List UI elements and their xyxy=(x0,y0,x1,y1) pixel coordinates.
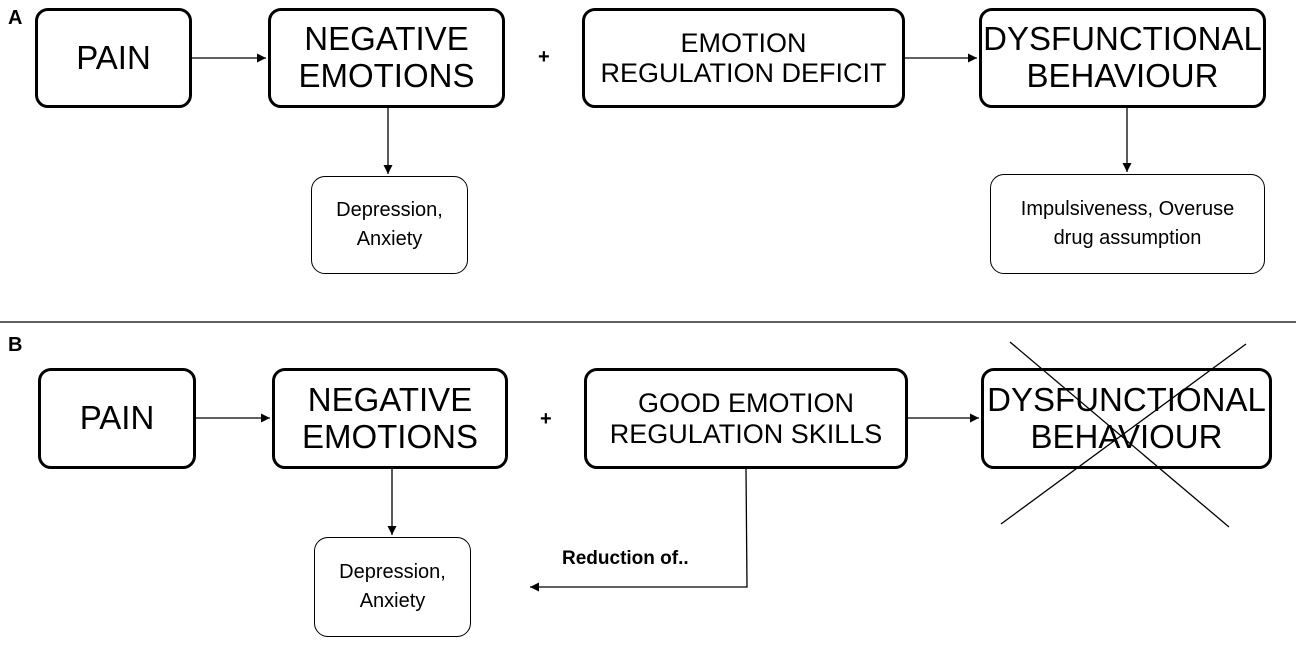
panel-b-pain-box: PAIN xyxy=(38,368,196,469)
pain-label: PAIN xyxy=(79,399,155,437)
pain-label: PAIN xyxy=(76,38,151,76)
impulsiveness-line2: drug assumption xyxy=(1053,227,1202,249)
panel-a-pain-box: PAIN xyxy=(35,8,192,108)
depression-line2: Anxiety xyxy=(359,590,426,612)
dysfunctional-line1: DYSFUNCTIONAL xyxy=(987,380,1266,418)
dysfunctional-line2: BEHAVIOUR xyxy=(1026,57,1219,94)
reduction-label: Reduction of.. xyxy=(562,548,689,569)
panel-a-impulsiveness-box: Impulsiveness, Overuse drug assumption xyxy=(990,174,1265,274)
depression-line2: Anxiety xyxy=(356,228,423,250)
dysfunctional-line2: BEHAVIOUR xyxy=(1030,417,1223,455)
panel-a-label: A xyxy=(8,7,23,29)
depression-line1: Depression, xyxy=(336,199,443,221)
emotion-regulation-line1: EMOTION xyxy=(680,27,807,58)
good-regulation-line1: GOOD EMOTION xyxy=(638,388,854,419)
depression-line1: Depression, xyxy=(339,561,446,583)
panel-a-plus-sign: + xyxy=(538,46,550,68)
emotion-regulation-line2: REGULATION DEFICIT xyxy=(600,58,887,88)
panel-b-good-regulation-box: GOOD EMOTION REGULATION SKILLS xyxy=(584,368,908,469)
impulsiveness-line1: Impulsiveness, Overuse xyxy=(1020,198,1235,220)
panel-a-emotion-regulation-box: EMOTION REGULATION DEFICIT xyxy=(582,8,905,108)
panel-b-dysfunctional-box: DYSFUNCTIONAL BEHAVIOUR xyxy=(981,368,1272,469)
negative-emotions-line1: NEGATIVE xyxy=(307,380,473,418)
negative-emotions-line2: EMOTIONS xyxy=(301,417,478,455)
panel-b-label: B xyxy=(8,334,23,356)
negative-emotions-line1: NEGATIVE xyxy=(304,20,469,58)
negative-emotions-line2: EMOTIONS xyxy=(298,57,475,94)
panel-b-plus-sign: + xyxy=(540,408,552,430)
panel-b-negative-emotions-box: NEGATIVE EMOTIONS xyxy=(272,368,508,469)
dysfunctional-line1: DYSFUNCTIONAL xyxy=(983,20,1262,58)
good-regulation-line2: REGULATION SKILLS xyxy=(609,418,883,449)
panel-a-dysfunctional-box: DYSFUNCTIONAL BEHAVIOUR xyxy=(979,8,1266,108)
panel-a-negative-emotions-box: NEGATIVE EMOTIONS xyxy=(268,8,505,108)
panel-b-depression-box: Depression, Anxiety xyxy=(314,537,471,637)
panel-a-depression-box: Depression, Anxiety xyxy=(311,176,468,274)
